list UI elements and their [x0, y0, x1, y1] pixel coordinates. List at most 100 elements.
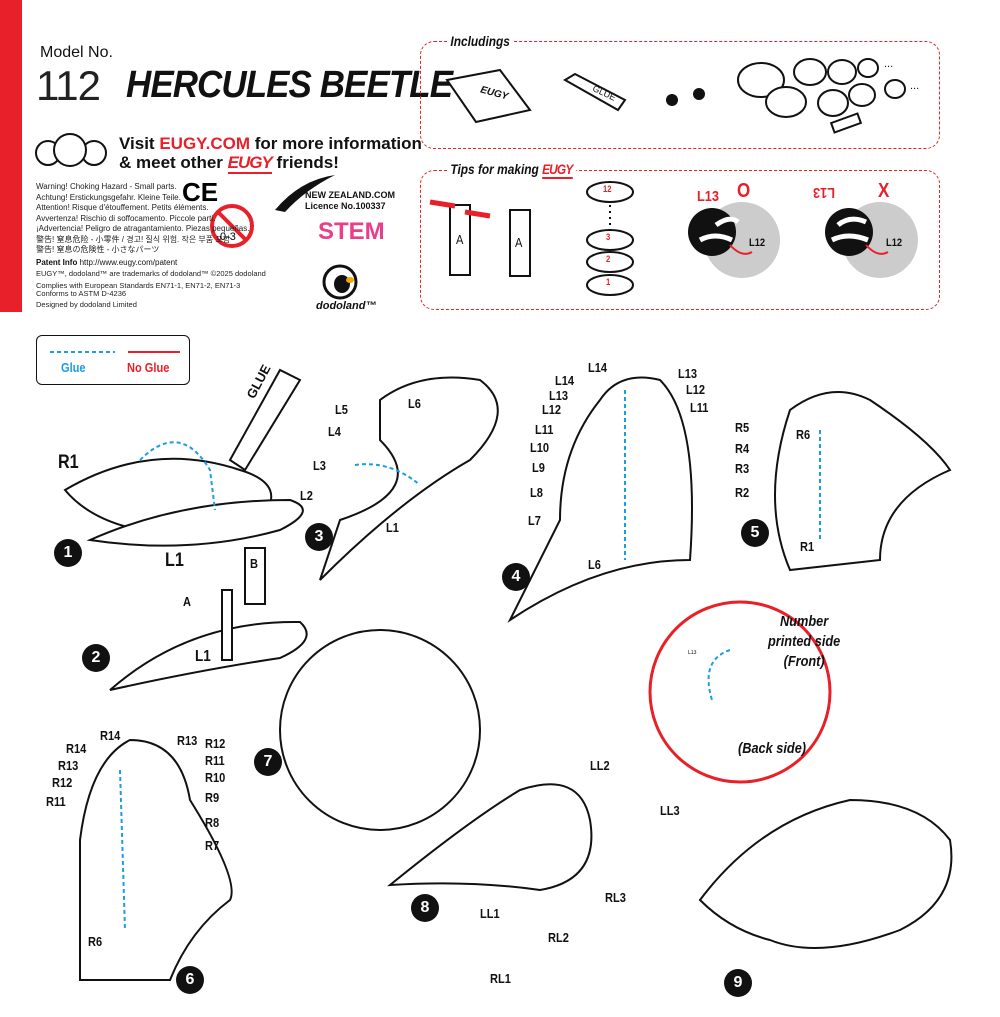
part-label: L7: [528, 513, 541, 528]
part-label: L6: [588, 557, 601, 572]
visit-text: Visit EUGY.COM for more information & me…: [119, 134, 422, 174]
eye-balls-icon: [666, 88, 705, 106]
trademark-text: EUGY™, dodoland™ are trademarks of dodol…: [36, 269, 266, 278]
model-name: HERCULES BEETLE: [126, 64, 453, 106]
parts-discs-icon: [737, 58, 906, 134]
part-label: L3: [313, 458, 326, 473]
eugy-link[interactable]: EUGY.COM: [159, 134, 251, 153]
part-label: R12: [52, 775, 73, 790]
part-label: LL3: [660, 803, 680, 818]
part-label: R3: [735, 461, 750, 476]
model-number: 112: [36, 62, 101, 109]
disc-number: 2: [606, 254, 611, 264]
step-8-badge: 8: [411, 894, 439, 922]
disc-stack-icon: [586, 181, 634, 296]
tip-l12-label: L12: [749, 237, 766, 249]
step-6-badge: 6: [176, 966, 204, 994]
part-label: R13: [177, 733, 198, 748]
tip-l12-label: L12: [886, 237, 903, 249]
part-label: L12: [542, 402, 562, 417]
part-label: L2: [300, 488, 313, 503]
step-7-badge: 7: [254, 748, 282, 776]
part-label: L12: [686, 382, 706, 397]
part-label: L1: [165, 550, 184, 571]
part-label: R7: [205, 838, 220, 853]
part-label: R14: [66, 741, 87, 756]
part-label: L10: [530, 440, 550, 455]
card-a-label: A: [456, 232, 464, 247]
part-label: L5: [335, 402, 348, 417]
legend-glue: Glue: [61, 360, 86, 375]
back-side-note: (Back side): [738, 740, 807, 757]
part-label: R13: [58, 758, 79, 773]
disc-number: 3: [606, 232, 611, 242]
part-label: L11: [535, 422, 554, 437]
step2-base: [109, 620, 308, 691]
step1-glue-bottle: [228, 368, 302, 472]
part-label: R5: [735, 420, 750, 435]
tip-l13-label: L13: [697, 188, 719, 205]
part-label: L6: [408, 396, 421, 411]
includings-panel: [420, 41, 940, 149]
part-label: L8: [530, 485, 543, 500]
model-label: Model No.: [40, 44, 113, 61]
part-label: R6: [796, 427, 811, 442]
patent-link[interactable]: http://www.eugy.com/patent: [79, 258, 178, 267]
fern-logo-icon: [275, 175, 335, 212]
part-label: L4: [328, 424, 341, 439]
step-1-badge: 1: [54, 539, 82, 567]
dodo-logo-icon: [322, 264, 358, 300]
part-label: A: [183, 594, 191, 609]
more-parts: ...: [910, 80, 920, 92]
card-a-label: A: [515, 235, 523, 250]
part-label: L14: [588, 360, 608, 375]
part-label: L1: [386, 520, 399, 535]
step2-part-a: [221, 589, 233, 661]
part-label: R12: [205, 736, 226, 751]
step9-callout-circle: [648, 600, 832, 784]
more-parts: ...: [884, 58, 894, 70]
ce-mark: CE: [182, 177, 218, 207]
glue-paths: [119, 390, 821, 931]
no-child-under-3-icon: 0-3: [210, 204, 254, 248]
legend-no-glue: No Glue: [127, 360, 170, 375]
legend: Glue No Glue: [36, 335, 190, 385]
part-label: RL2: [548, 930, 569, 945]
patent-info: Patent Info http://www.eugy.com/patent: [36, 258, 178, 267]
step5-assembly: [774, 391, 952, 572]
disc-number: 1: [606, 277, 611, 287]
dodoland-logo: dodoland™: [316, 300, 377, 312]
step9-finished-beetle: [698, 798, 953, 949]
step-3-badge: 3: [305, 523, 333, 551]
part-label: R4: [735, 441, 750, 456]
correct-orientation-icon: [688, 202, 780, 278]
step7-detail-circle: [279, 629, 481, 831]
part-label: R1: [800, 539, 815, 554]
part-label: R10: [205, 770, 226, 785]
part-label: RL3: [605, 890, 626, 905]
svg-text:0-3: 0-3: [220, 231, 236, 243]
tip-l13-flipped-label: L13: [813, 184, 835, 201]
part-label: L11: [690, 400, 709, 415]
step3-assembly: [319, 376, 499, 581]
step-2-badge: 2: [82, 644, 110, 672]
includings-title: Includings: [447, 33, 514, 49]
step2-part-b: [244, 547, 266, 605]
part-label: R11: [205, 753, 225, 768]
tips-panel: [420, 170, 940, 310]
part-label: LL1: [480, 906, 500, 921]
red-side-bar: [0, 0, 22, 312]
part-label: L13: [678, 366, 698, 381]
wrong-mark: X: [878, 180, 890, 202]
booklet-icon: [445, 68, 532, 124]
step6-assembly: [79, 738, 233, 981]
step4-assembly: [507, 376, 693, 623]
part-label: LL2: [590, 758, 610, 773]
glue-tube-icon: [563, 72, 627, 112]
step-5-badge: 5: [741, 519, 769, 547]
designed-by: Designed by dodoland Limited: [36, 300, 137, 309]
disc-number: 12: [603, 184, 612, 194]
conforms-text: Conforms to ASTM D-4236: [36, 289, 127, 298]
